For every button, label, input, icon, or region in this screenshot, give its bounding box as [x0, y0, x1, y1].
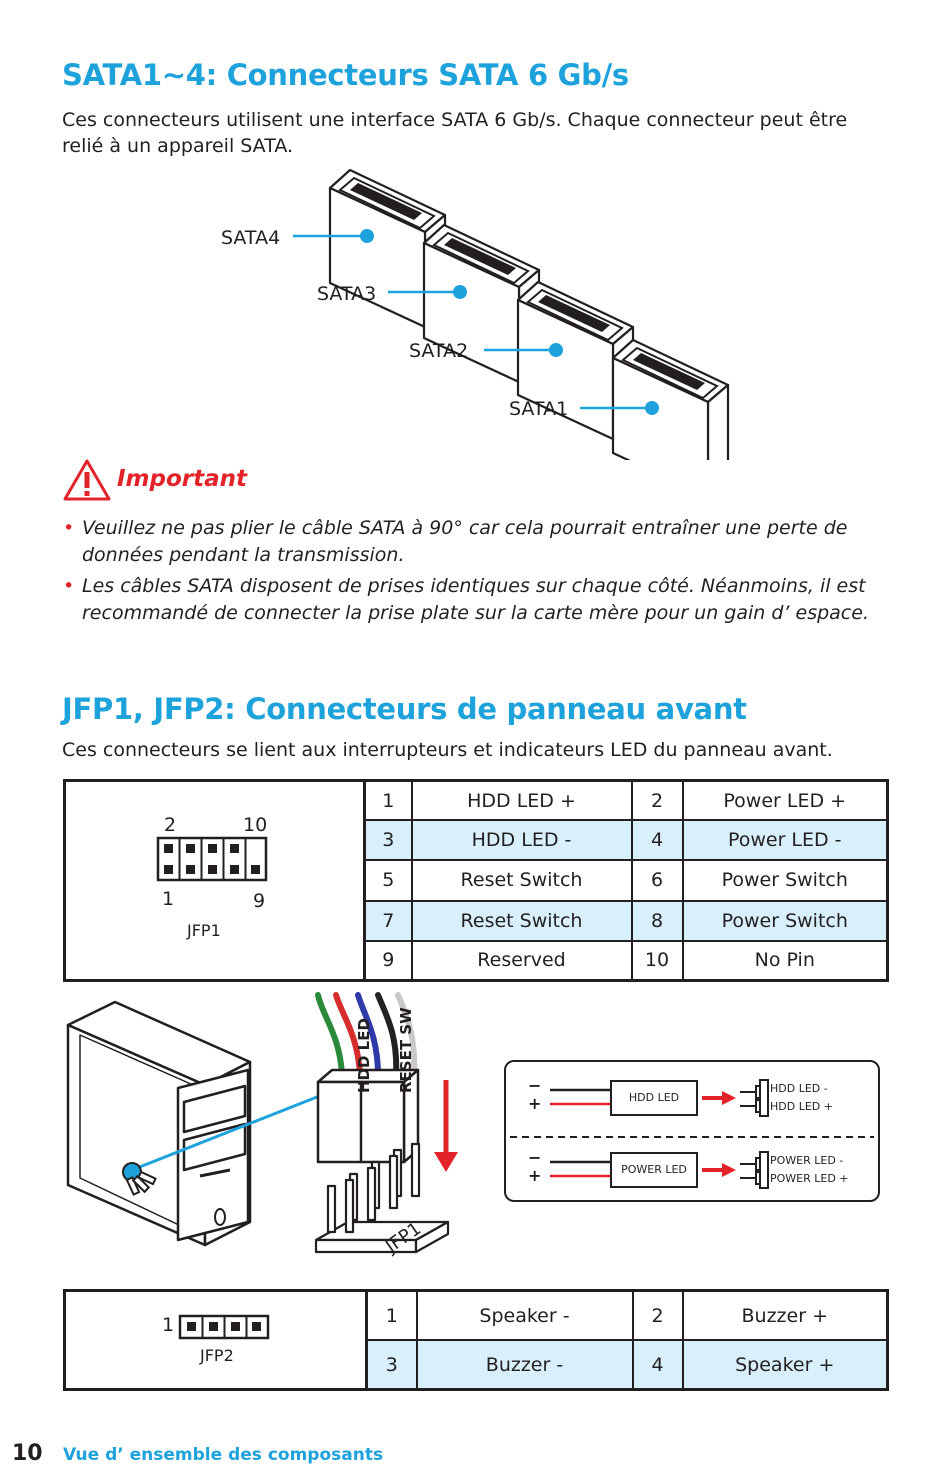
pin-name: No Pin: [681, 939, 887, 981]
plug-label-reset-sw: RESET SW: [397, 1007, 415, 1093]
pc-case-icon: [66, 1000, 252, 1247]
jfp2-pin-table: 1 JFP2 1 Speake: [65, 1291, 887, 1389]
minus-sign: −: [528, 1148, 542, 1167]
table-row: 2 10: [65, 780, 887, 980]
page-number: 10: [12, 1441, 43, 1466]
plus-sign: +: [528, 1166, 542, 1185]
power-led-minus-label: POWER LED -: [770, 1154, 844, 1167]
jfp1-pin-table: 2 10: [65, 780, 887, 981]
important-item: Veuillez ne pas plier le câble SATA à 90…: [63, 515, 903, 569]
jfp1-pin1-label: 1: [162, 888, 175, 910]
pin-name: Reserved: [410, 939, 633, 981]
power-led-plus-label: POWER LED +: [770, 1172, 849, 1185]
front-panel-illustration: [66, 992, 458, 1254]
important-item: Les câbles SATA disposent de prises iden…: [63, 573, 903, 627]
table-row: 7 Reset Switch 8 Power Switch: [66, 899, 887, 942]
warning-triangle-icon: [63, 459, 111, 501]
minus-sign: −: [528, 1076, 542, 1095]
pin-name: Buzzer +: [681, 1291, 887, 1341]
pin-number: 6: [630, 859, 684, 902]
down-arrow-icon: [434, 1152, 458, 1172]
sata-title: SATA1~4: Connecteurs SATA 6 Gb/s: [62, 58, 629, 92]
jfp1-plug-icon: [316, 1068, 420, 1164]
cable-wires: [315, 992, 418, 1078]
sata-description: Ces connecteurs utilisent une interface …: [62, 109, 848, 157]
pin-number: 8: [630, 899, 684, 942]
hdd-led-plug: HDD LED: [610, 1080, 698, 1116]
jfp1-pin9-label: 9: [253, 890, 266, 912]
jfp2-name-label: JFP2: [200, 1346, 234, 1365]
pin-number: 7: [363, 899, 413, 942]
cable-end-icon: [122, 1162, 157, 1196]
pin-name: HDD LED -: [410, 819, 633, 862]
pin-number: 3: [365, 1339, 418, 1389]
pin-name: HDD LED +: [410, 780, 633, 822]
hdd-led-minus-label: HDD LED -: [770, 1082, 828, 1095]
table-row: 5 Reset Switch 6 Power Switch: [66, 859, 887, 902]
pin-number: 5: [363, 859, 413, 902]
pin-number: 10: [630, 939, 684, 981]
arrow-right-icon: [702, 1163, 736, 1177]
sata2-label: SATA2: [409, 340, 469, 362]
pin-number: 1: [365, 1291, 418, 1341]
pin-name: Speaker +: [681, 1339, 887, 1389]
pin-number: 1: [363, 780, 413, 822]
pin-name: Power Switch: [681, 899, 887, 942]
plug-label-hdd-led: HDD LED: [355, 1018, 373, 1093]
led-wiring-box: − + − + HDD LED POWER LED HDD LED - HDD …: [504, 1060, 880, 1202]
important-title: Important: [117, 466, 248, 492]
important-list: Veuillez ne pas plier le câble SATA à 90…: [63, 515, 903, 631]
pin-number: 9: [363, 939, 413, 981]
pin-name: Reset Switch: [410, 859, 633, 902]
pin-pair-icon: [740, 1151, 769, 1189]
jfp1-header-icon: [156, 836, 268, 882]
footer-section-title: Vue d’ ensemble des composants: [63, 1445, 384, 1465]
pin-name: Power LED +: [681, 780, 887, 822]
sata3-label: SATA3: [317, 283, 377, 305]
power-led-plug: POWER LED: [610, 1152, 698, 1188]
jfp1-pin10-label: 10: [243, 814, 268, 836]
pin-name: Reset Switch: [410, 899, 633, 942]
pin-number: 2: [631, 1291, 684, 1341]
sata1-label: SATA1: [509, 398, 569, 420]
pin-number: 2: [630, 780, 684, 822]
pin-name: Power Switch: [681, 859, 887, 902]
sata1-connector: [611, 338, 730, 460]
jfp2-header-icon: [178, 1314, 270, 1340]
pin-pair-icon: [740, 1079, 769, 1117]
sata4-label: SATA4: [221, 227, 281, 249]
table-row: 3 Buzzer - 4 Speaker +: [66, 1339, 887, 1389]
plus-sign: +: [528, 1094, 542, 1113]
jfp1-pin-header-icon: [314, 1142, 450, 1254]
hdd-led-plus-label: HDD LED +: [770, 1100, 833, 1113]
pin-number: 3: [363, 819, 413, 862]
sata-connectors-diagram: [293, 168, 730, 460]
pin-number: 4: [630, 819, 684, 862]
jfp1-table-frame: 2 10: [63, 779, 889, 982]
pin-name: Speaker -: [415, 1291, 634, 1341]
jfp2-table-frame: 1 JFP2 1 Speake: [63, 1289, 889, 1391]
pin-name: Power LED -: [681, 819, 887, 862]
jfp1-diagram-cell: 2 10: [65, 781, 366, 980]
jfp-title: JFP1, JFP2: Connecteurs de panneau avant: [62, 692, 747, 726]
table-row: 9 Reserved 10 No Pin: [66, 939, 887, 981]
pin-name: Buzzer -: [415, 1339, 634, 1389]
jfp2-diagram-cell: 1 JFP2: [65, 1291, 368, 1389]
jfp1-name-label: JFP1: [187, 921, 221, 940]
table-row: 3 HDD LED - 4 Power LED -: [66, 819, 887, 862]
jfp-description: Ces connecteurs se lient aux interrupteu…: [62, 739, 833, 761]
pin-number: 4: [631, 1339, 684, 1389]
table-row: 1 JFP2 1 Speake: [65, 1291, 887, 1389]
arrow-right-icon: [702, 1091, 736, 1105]
jfp2-pin1-label: 1: [162, 1314, 175, 1336]
jfp1-pin2-label: 2: [164, 814, 177, 836]
